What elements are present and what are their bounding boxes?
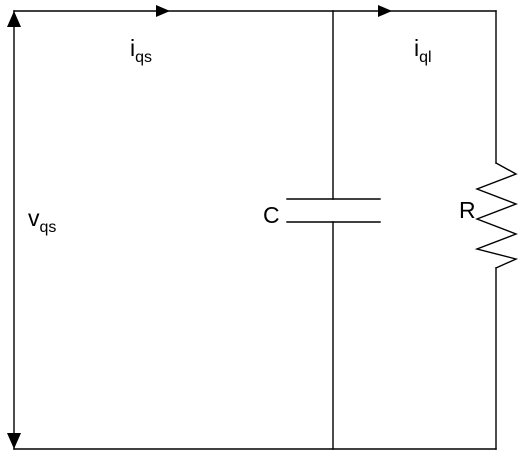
label-current-source: iqs — [130, 35, 152, 66]
voltage-arrow-bottom — [7, 433, 21, 449]
current-arrow-source — [156, 5, 170, 17]
voltage-arrow-top — [7, 11, 21, 27]
resistor-zigzag — [474, 162, 519, 269]
label-capacitor: C — [263, 202, 280, 228]
label-resistor: R — [459, 197, 476, 223]
current-arrow-load — [378, 5, 392, 17]
label-current-load: iql — [414, 35, 432, 66]
label-voltage: vqs — [28, 205, 56, 236]
